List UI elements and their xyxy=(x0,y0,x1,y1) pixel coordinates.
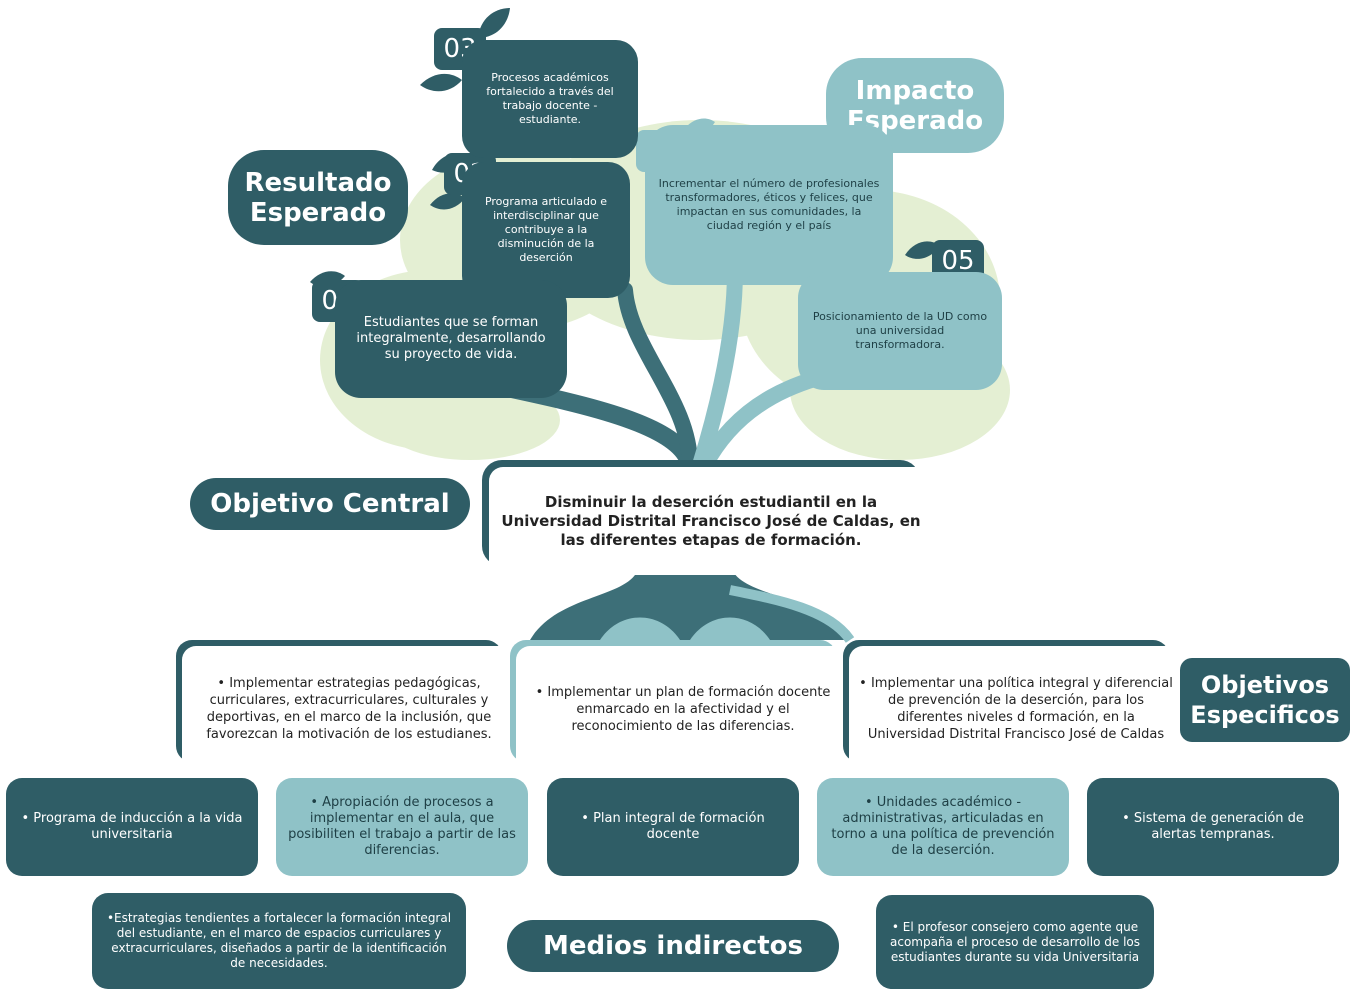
specific-objective-3: • Implementar una política integral y di… xyxy=(843,640,1183,772)
central-objective-text: Disminuir la deserción estudiantil en la… xyxy=(489,467,933,575)
specific-objective-2-text: • Implementar un plan de formación docen… xyxy=(516,646,850,772)
specific-objective-2: • Implementar un plan de formación docen… xyxy=(510,640,850,772)
specific-objective-1-text: • Implementar estrategias pedagógicas, c… xyxy=(182,646,516,772)
result-card-03: Procesos académicos fortalecido a través… xyxy=(462,40,638,158)
resultado-esperado-label: Resultado Esperado xyxy=(228,150,408,245)
result-card-02: Programa articulado e interdisciplinar q… xyxy=(462,162,630,298)
specific-objective-3-text: • Implementar una política integral y di… xyxy=(849,646,1183,772)
means-card-3: • Plan integral de formación docente xyxy=(547,778,799,876)
means-card-1: • Programa de inducción a la vida univer… xyxy=(6,778,258,876)
result-card-05: Posicionamiento de la UD como una univer… xyxy=(798,272,1002,390)
means-card-5: • Sistema de generación de alertas tempr… xyxy=(1087,778,1339,876)
central-objective-frame: Disminuir la deserción estudiantil en la… xyxy=(482,460,933,575)
result-card-01: Estudiantes que se forman integralmente,… xyxy=(335,280,567,398)
specific-objective-1: • Implementar estrategias pedagógicas, c… xyxy=(176,640,516,772)
objetivo-central-label: Objetivo Central xyxy=(190,478,470,530)
roots xyxy=(530,560,855,644)
medios-indirectos-label: Medios indirectos xyxy=(507,920,839,972)
means-card-6: •Estrategias tendientes a fortalecer la … xyxy=(92,893,466,989)
means-card-4: • Unidades académico - administrativas, … xyxy=(817,778,1069,876)
impacto-esperado-label: Impacto Esperado xyxy=(826,58,1004,153)
objetivos-especificos-label: Objetivos Especificos xyxy=(1180,658,1350,742)
means-card-2: • Apropiación de procesos a implementar … xyxy=(276,778,528,876)
means-card-7: • El profesor consejero como agente que … xyxy=(876,895,1154,989)
result-card-04: Incrementar el número de profesionales t… xyxy=(645,125,893,285)
